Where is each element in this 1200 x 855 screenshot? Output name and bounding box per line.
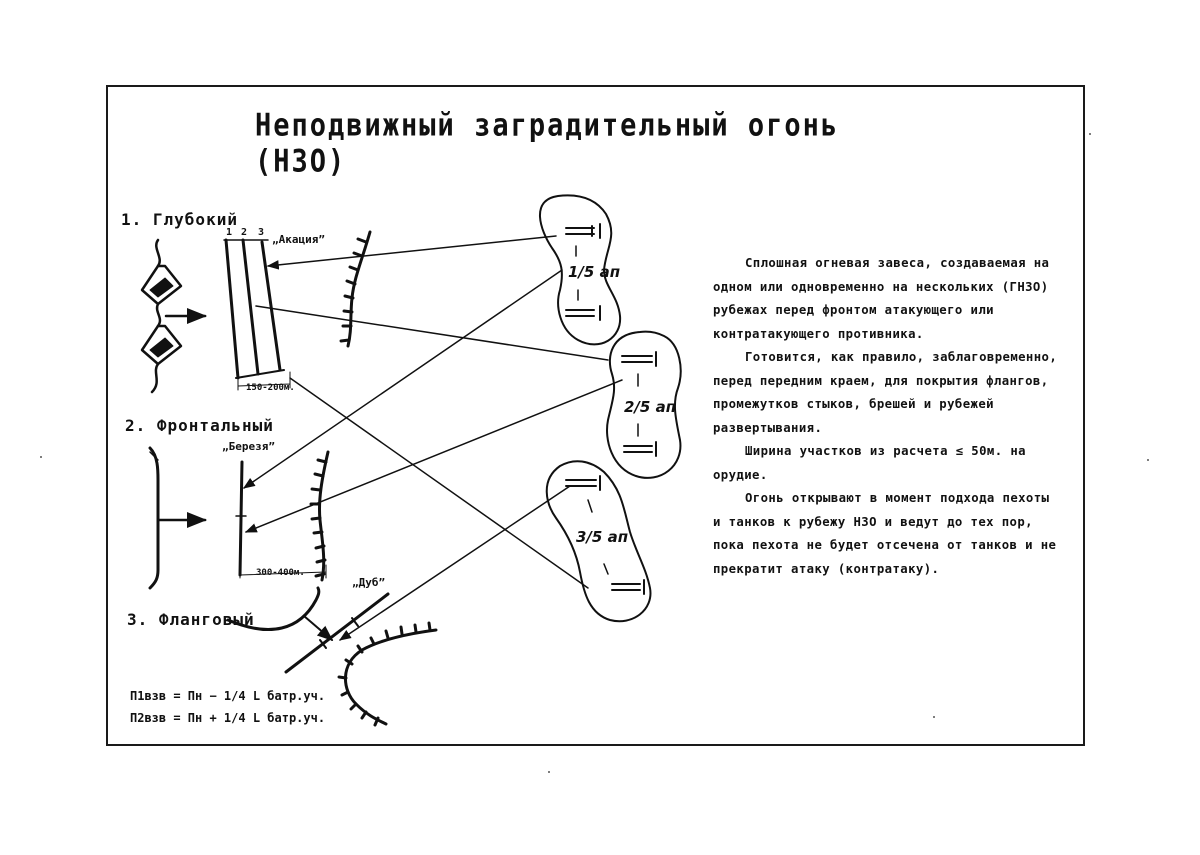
description-paragraph-1: Сплошная огневая завеса, создаваемая на …	[713, 256, 1050, 341]
codename-frontal: „Березя”	[222, 440, 275, 453]
section-label-flank: 3. Фланговый	[127, 610, 255, 629]
distance-deep: 150-200м.	[246, 383, 295, 393]
scan-speck	[933, 716, 935, 718]
unit-label-1: 1/5 ап	[568, 263, 621, 281]
codename-deep: „Акация”	[272, 233, 325, 246]
unit-label-3: 3/5 ап	[576, 528, 629, 546]
line-number-2: 2	[241, 227, 248, 238]
description-paragraph-4: Огонь открывают в момент подхода пехоты …	[713, 491, 1057, 576]
scan-speck	[1147, 459, 1149, 461]
flank-barrage-line	[284, 592, 390, 674]
flank-own-position-symbol	[226, 586, 334, 642]
frontal-own-position-symbol	[148, 446, 207, 590]
page-title: Неподвижный заградительный огонь (НЗО)	[255, 108, 840, 180]
description-text: Сплошная огневая завеса, создаваемая на …	[713, 252, 1058, 581]
deep-own-position-symbol	[140, 238, 207, 394]
scan-speck	[1089, 133, 1091, 135]
formula-2: П2взв = Пн + 1/4 L батр.уч.	[130, 711, 326, 725]
diagram-frame	[106, 85, 1085, 746]
unit-label-2: 2/5 ап	[624, 398, 677, 416]
line-number-1: 1	[226, 227, 233, 238]
section-label-frontal: 2. Фронтальный	[125, 416, 274, 435]
formula-1: П1взв = Пн − 1/4 L батр.уч.	[130, 689, 326, 703]
section-label-deep: 1. Глубокий	[121, 210, 238, 229]
scan-speck	[40, 456, 42, 458]
scan-speck	[548, 771, 550, 773]
fire-lines	[243, 235, 623, 641]
codename-flank: „Дуб”	[352, 576, 386, 589]
frontal-barrage-line	[235, 460, 327, 579]
unit-oval-3	[545, 460, 652, 623]
deep-enemy-front-line	[339, 230, 372, 348]
unit-oval-1	[539, 194, 622, 346]
deep-barrage-lines	[223, 238, 291, 391]
frontal-enemy-front-line	[309, 450, 330, 582]
line-number-3: 3	[258, 227, 265, 238]
flank-enemy-front-line	[337, 621, 438, 727]
description-paragraph-2: Готовится, как правило, заблаговременно,…	[713, 350, 1058, 435]
unit-oval-2	[606, 330, 682, 479]
distance-frontal: 300-400м.	[256, 568, 305, 578]
description-paragraph-3: Ширина участков из расчета ≤ 50м. на ору…	[713, 444, 1026, 482]
